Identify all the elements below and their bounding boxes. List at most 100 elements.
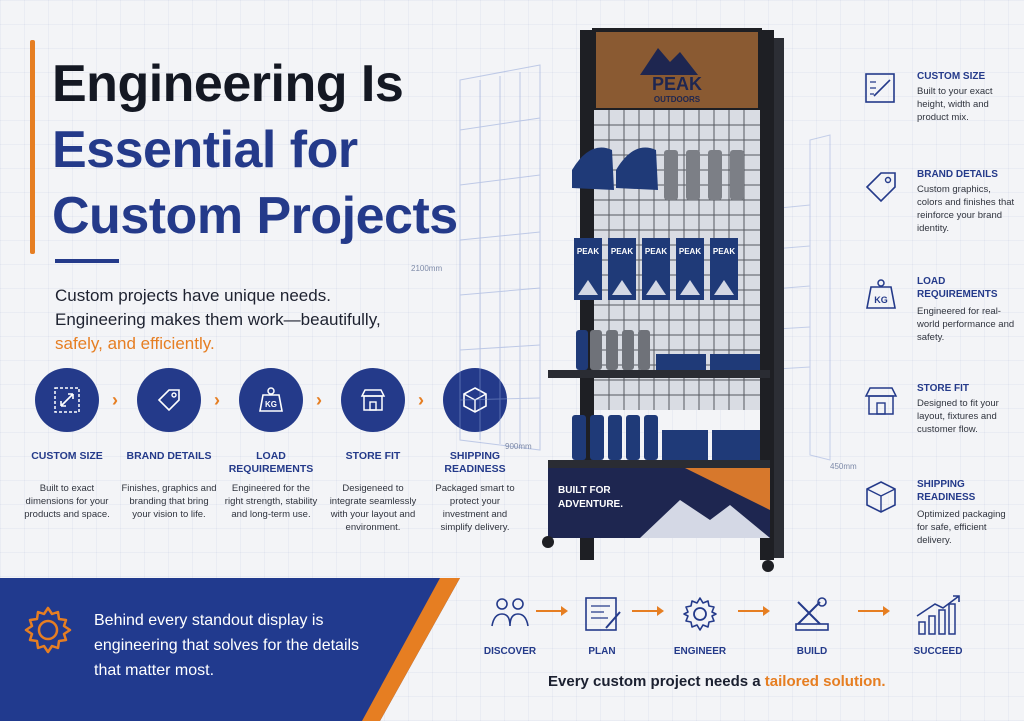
caster-wheel <box>762 560 774 572</box>
step-succeed: SUCCEED <box>898 590 978 657</box>
side-feature-name: SHIPPING READINESS <box>917 479 976 503</box>
chevron-right-icon: › <box>214 390 220 410</box>
side-feature-shipping-readiness: SHIPPING READINESS Optimized packaging f… <box>862 478 1012 568</box>
page-title: Engineering Is Essential for Custom Proj… <box>52 58 458 256</box>
feature-name: SHIPPING READINESS <box>444 450 506 475</box>
tools-icon <box>795 597 829 631</box>
dimension-width: 900mm <box>505 442 532 451</box>
step-engineer: ENGINEER <box>660 590 740 657</box>
side-feature-name: CUSTOM SIZE <box>917 71 986 82</box>
arrow-right-icon <box>738 606 770 616</box>
banner-line-1: BUILT FOR <box>558 485 611 496</box>
step-label: SUCCEED <box>913 646 963 657</box>
cap-product <box>572 147 614 190</box>
subtitle-line-2: Engineering makes them work—beautifully, <box>55 310 381 329</box>
side-feature-desc: Optimized packaging for safe, efficient … <box>917 509 1006 546</box>
weight-icon: KG <box>239 368 303 432</box>
step-label: ENGINEER <box>673 646 727 657</box>
feature-desc: Built to exact dimensions for your produ… <box>24 483 110 520</box>
subtitle-line-1: Custom projects have unique needs. <box>55 286 331 305</box>
gear-icon <box>24 606 72 654</box>
feature-name: BRAND DETAILS <box>126 450 212 462</box>
chevron-right-icon: › <box>316 390 322 410</box>
arrow-right-icon <box>536 606 568 616</box>
blueprint-side <box>759 134 831 461</box>
svg-text:KG: KG <box>265 400 277 409</box>
side-feature-brand-details: BRAND DETAILS Custom graphics, colors an… <box>862 168 1014 258</box>
title-rule <box>55 259 119 263</box>
gear-icon <box>683 597 717 631</box>
feature-row: CUSTOM SIZE Built to exact dimensions fo… <box>18 368 518 538</box>
side-feature-name: STORE FIT <box>917 383 970 394</box>
brand-subname: OUTDOORS <box>654 95 701 104</box>
shelf-1 <box>548 330 770 378</box>
pack-label: PEAK <box>577 247 599 256</box>
brand-name: PEAK <box>652 74 702 94</box>
caster-wheel <box>542 536 554 548</box>
step-label: DISCOVER <box>483 646 537 657</box>
subtitle-line-3: safely, and efficiently. <box>55 334 215 353</box>
feature-custom-size: CUSTOM SIZE Built to exact dimensions fo… <box>18 368 116 521</box>
feature-name: CUSTOM SIZE <box>31 450 103 462</box>
tag-icon <box>137 368 201 432</box>
people-icon <box>491 598 529 627</box>
display-rack-illustration: PEAK OUTDOORS PEAK PEAK PEAK PEAK PEAK <box>459 28 831 572</box>
feature-desc: Engineered for the right strength, stabi… <box>224 483 318 520</box>
feature-store-fit: STORE FIT Desigeneed to integrate seamle… <box>324 368 422 534</box>
feature-desc: Packaged smart to protect your investmen… <box>435 483 515 533</box>
title-line-1: Engineering Is <box>52 55 404 113</box>
ruler-pencil-icon <box>865 73 895 103</box>
blueprint-rack <box>459 64 541 451</box>
side-feature-name: LOAD REQUIREMENTS <box>917 276 998 300</box>
side-feature-load-requirements: KG LOAD REQUIREMENTS Engineered for real… <box>862 275 1014 365</box>
pack-label: PEAK <box>713 247 735 256</box>
side-feature-name: BRAND DETAILS <box>917 169 998 180</box>
blueprint-icon <box>585 597 621 631</box>
side-feature-desc: Custom graphics, colors and finishes tha… <box>917 184 1015 234</box>
arrow-right-icon <box>858 606 890 616</box>
step-label: PLAN <box>588 646 616 657</box>
bottom-message-panel <box>0 578 460 721</box>
tag-icon <box>865 172 896 203</box>
cap-product <box>616 147 658 190</box>
arrow-right-icon <box>632 606 664 616</box>
svg-text:KG: KG <box>874 295 888 305</box>
pack-label: PEAK <box>679 247 701 256</box>
step-discover: DISCOVER <box>470 590 550 657</box>
side-feature-store-fit: STORE FIT Designed to fit your layout, f… <box>862 382 1012 462</box>
expand-icon <box>35 368 99 432</box>
weight-icon: KG <box>866 279 896 309</box>
banner-line-2: ADVENTURE. <box>558 499 623 510</box>
feature-desc: Desigeneed to integrate seamlessly with … <box>329 483 417 533</box>
step-plan: PLAN <box>562 590 642 657</box>
accent-bar <box>30 40 35 254</box>
side-feature-desc: Designed to fit your layout, fixtures an… <box>917 398 999 435</box>
feature-name: LOAD REQUIREMENTS <box>228 450 314 475</box>
title-line-3: Custom Projects <box>52 187 458 245</box>
bottom-message: Behind every standout display is enginee… <box>94 612 360 679</box>
feature-shipping-readiness: SHIPPING READINESS Packaged smart to pro… <box>426 368 524 534</box>
rack-post-right <box>760 30 774 560</box>
step-label: BUILD <box>796 646 828 657</box>
store-icon <box>341 368 405 432</box>
dimension-height: 2100mm <box>411 264 443 273</box>
chevron-right-icon: › <box>112 390 118 410</box>
dimension-depth: 450mm <box>830 462 857 471</box>
side-feature-desc: Engineered for real-world performance an… <box>917 306 1015 343</box>
pack-label: PEAK <box>611 247 633 256</box>
bottle-products <box>664 150 744 200</box>
feature-name: STORE FIT <box>345 450 401 462</box>
pack-label: PEAK <box>645 247 667 256</box>
chevron-right-icon: › <box>418 390 424 410</box>
side-feature-desc: Built to your exact height, width and pr… <box>917 86 993 123</box>
feature-brand-details: BRAND DETAILS Finishes, graphics and bra… <box>120 368 218 521</box>
store-icon <box>864 387 898 415</box>
feature-desc: Finishes, graphics and branding that bri… <box>121 483 217 520</box>
step-build: BUILD <box>772 590 852 657</box>
shelf-2 <box>548 415 770 468</box>
chart-up-icon <box>916 595 960 635</box>
tagline: Every custom project needs a tailored so… <box>548 673 886 690</box>
box-icon <box>866 481 896 513</box>
side-feature-custom-size: CUSTOM SIZE Built to your exact height, … <box>862 70 1012 150</box>
tagline-highlight: tailored solution. <box>764 673 886 690</box>
